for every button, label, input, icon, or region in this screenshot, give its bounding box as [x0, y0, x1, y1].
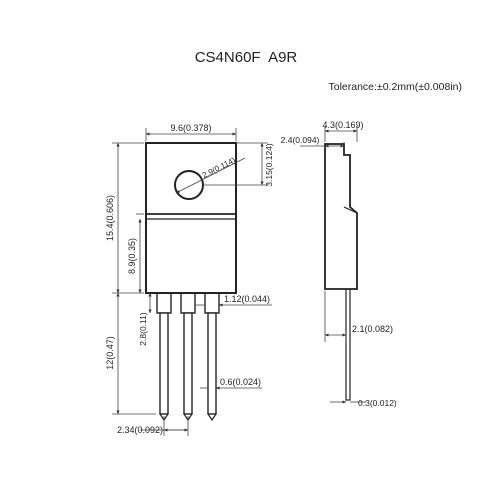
- dim-body-height: 15.4(0.606): [105, 195, 115, 241]
- dim-hole-offset: 3.15(0.124): [264, 143, 274, 187]
- part-title: CS4N60F A9R: [195, 49, 298, 66]
- side-view: [324, 143, 358, 401]
- dim-side-lead: 0.3(0.012): [358, 398, 397, 408]
- dim-lead-length: 12(0.47): [105, 336, 115, 370]
- dim-tab-height: 8.9(0.35): [127, 238, 137, 274]
- dim-lead-offset: 2.1(0.082): [352, 324, 393, 334]
- dim-lead-width: 1.12(0.044): [224, 294, 270, 304]
- dim-depth: 4.3(0.169): [322, 120, 363, 130]
- lead-right: [204, 290, 220, 422]
- front-view: [145, 142, 237, 422]
- side-body: [324, 143, 358, 290]
- mounting-hole: [174, 170, 204, 200]
- dim-width: 9.6(0.378): [170, 123, 211, 133]
- tolerance-note: Tolerance:±0.2mm(±0.008in): [328, 81, 462, 93]
- lead-middle: [180, 290, 196, 422]
- side-dimensions: [300, 126, 366, 404]
- dim-tab-depth: 2.4(0.094): [281, 135, 320, 145]
- dim-lead-shoulder: 2.8(0.11): [138, 312, 148, 346]
- front-dimensions: [112, 128, 272, 436]
- package-body: [145, 142, 237, 294]
- dim-pitch: 2.34(0.092): [117, 425, 163, 435]
- side-lead: [345, 288, 351, 401]
- lead-left: [156, 290, 172, 422]
- dim-lead-thickness: 0.6(0.024): [220, 377, 261, 387]
